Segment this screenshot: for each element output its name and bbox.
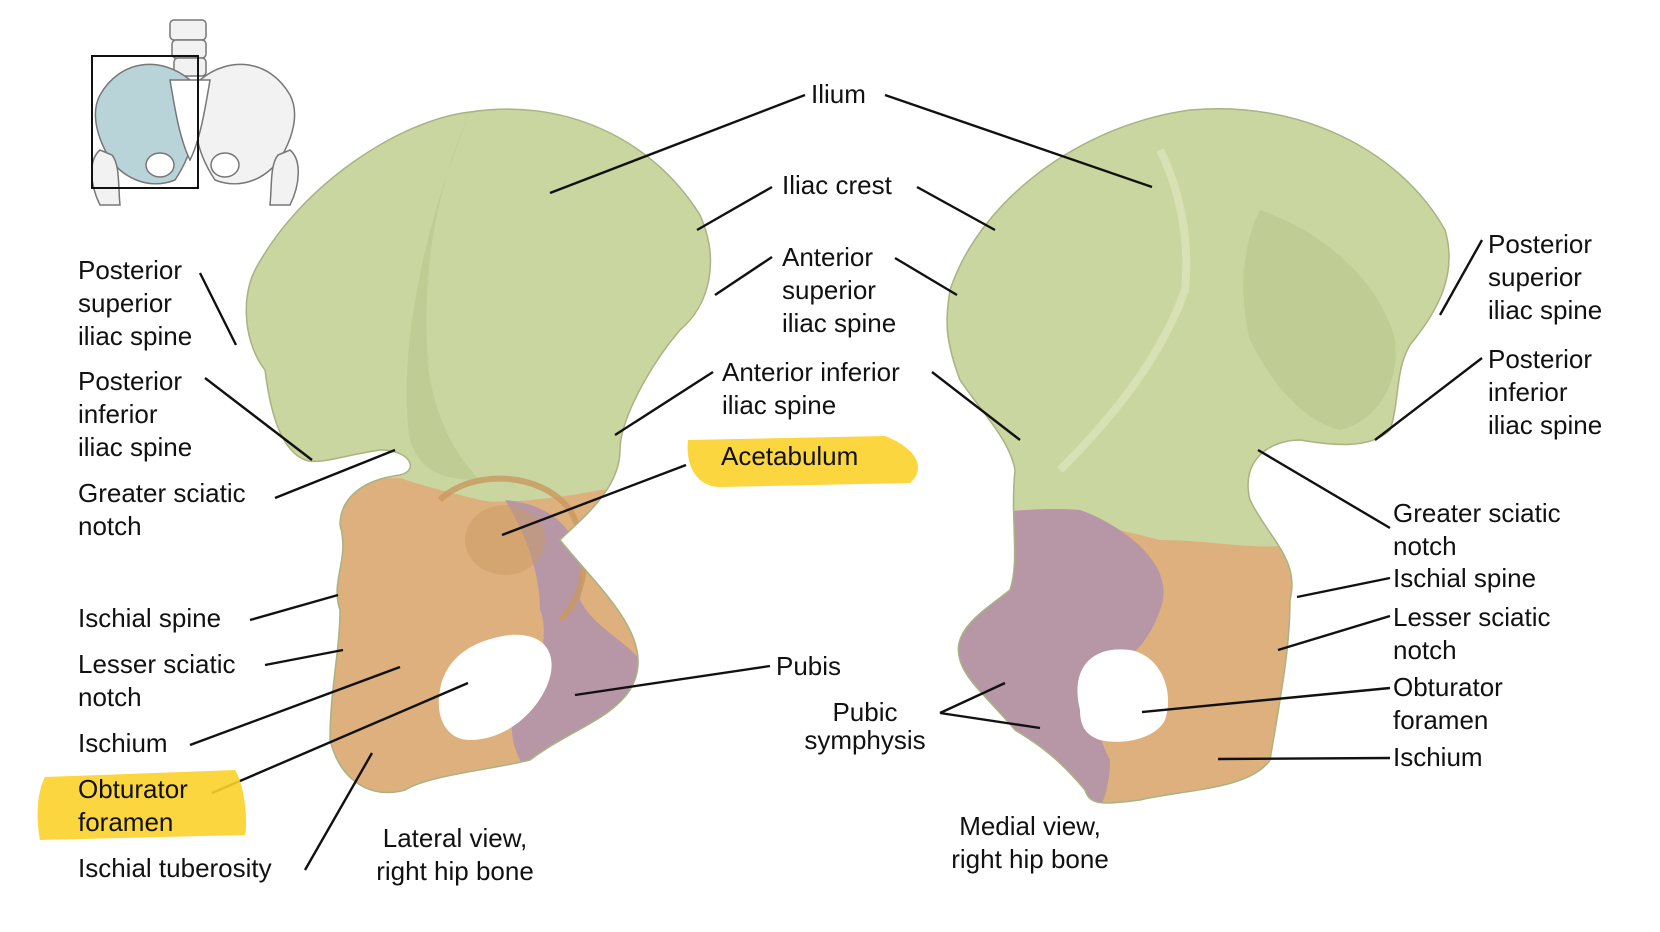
medial-leader-lines — [884, 93, 1484, 761]
label-line: Posterior — [1488, 229, 1593, 259]
label-line: Anterior — [782, 242, 874, 272]
label-greater-sciatic-notch-lateral: Greater sciatic notch — [78, 477, 246, 543]
medial-ilium-shade — [1243, 210, 1396, 430]
label-line: Posterior — [78, 255, 183, 285]
acetabulum-highlight — [687, 436, 918, 487]
label-line: iliac spine — [1488, 410, 1603, 440]
label-posterior-superior-iliac-spine-lateral: Posterior superior iliac spine — [78, 254, 192, 353]
lateral-ilium-shade — [406, 112, 480, 480]
medial-ilium-region — [947, 108, 1450, 547]
label-posterior-inferior-iliac-spine-medial: Posterior inferior iliac spine — [1488, 343, 1602, 442]
label-line: Lesser sciatic — [78, 649, 236, 679]
lateral-leader-lines — [189, 93, 806, 871]
caption-line: Lateral view, — [382, 823, 528, 853]
caption-lateral-view: Lateral view, right hip bone — [360, 822, 550, 888]
label-obturator-foramen-medial: Obturator foramen — [1393, 671, 1503, 737]
label-line: superior — [782, 275, 876, 305]
obturator-foramen-highlight — [37, 770, 247, 840]
label-acetabulum: Acetabulum — [721, 441, 859, 471]
label-ischial-tuberosity: Ischial tuberosity — [78, 853, 272, 883]
label-line: Lesser sciatic — [1393, 602, 1551, 632]
label-line: symphysis — [804, 725, 926, 755]
label-line: Posterior — [1488, 344, 1593, 374]
label-line: Anterior inferior — [722, 357, 900, 387]
label-pubis: Pubis — [776, 651, 842, 681]
label-lesser-sciatic-notch-lateral: Lesser sciatic notch — [78, 648, 236, 714]
label-ischial-spine-lateral: Ischial spine — [78, 603, 222, 633]
label-lesser-sciatic-notch-medial: Lesser sciatic notch — [1393, 601, 1551, 667]
label-line: inferior — [1488, 377, 1568, 407]
label-pubic-symphysis: Pubic symphysis — [790, 698, 940, 754]
caption-line: right hip bone — [951, 844, 1109, 874]
label-posterior-inferior-iliac-spine-lateral: Posterior inferior iliac spine — [78, 365, 192, 464]
label-obturator-foramen-lateral: Obturator foramen — [78, 773, 188, 839]
label-ischium-lateral: Ischium — [78, 728, 168, 758]
label-line: notch — [1393, 635, 1457, 665]
label-line: superior — [78, 288, 172, 318]
medial-obturator-foramen — [1077, 649, 1169, 742]
label-line: iliac spine — [722, 390, 837, 420]
label-line: foramen — [78, 807, 174, 837]
lateral-pubis-region — [505, 500, 652, 768]
label-ischium-medial: Ischium — [1393, 742, 1483, 772]
label-line: iliac spine — [782, 308, 897, 338]
label-line: notch — [78, 682, 142, 712]
label-line: iliac spine — [1488, 295, 1603, 325]
lateral-ilium-region — [246, 109, 711, 502]
label-anterior-inferior-iliac-spine: Anterior inferior iliac spine — [722, 356, 900, 422]
label-line: foramen — [1393, 705, 1489, 735]
label-line: Greater sciatic — [1393, 498, 1561, 528]
label-ilium: Ilium — [811, 79, 866, 109]
medial-arcuate-line — [1057, 148, 1191, 473]
label-posterior-superior-iliac-spine-medial: Posterior superior iliac spine — [1488, 228, 1602, 327]
label-iliac-crest: Iliac crest — [782, 170, 892, 200]
caption-medial-view: Medial view, right hip bone — [930, 810, 1130, 876]
lateral-acetabulum-fossa — [465, 505, 545, 575]
label-line: Pubic — [832, 697, 898, 727]
label-line: iliac spine — [78, 321, 193, 351]
label-ischial-spine-medial: Ischial spine — [1393, 563, 1537, 593]
label-line: Greater sciatic — [78, 478, 246, 508]
caption-line: right hip bone — [376, 856, 534, 886]
label-anterior-superior-iliac-spine: Anterior superior iliac spine — [782, 241, 896, 340]
label-line: Obturator — [78, 774, 188, 804]
label-line: Posterior — [78, 366, 183, 396]
label-line: superior — [1488, 262, 1582, 292]
label-greater-sciatic-notch-medial: Greater sciatic notch — [1393, 497, 1561, 563]
lateral-bone-outline — [245, 108, 712, 794]
label-line: notch — [1393, 531, 1457, 561]
pelvis-locator-icon — [91, 19, 299, 206]
medial-bone-outline — [946, 108, 1450, 804]
label-line: iliac spine — [78, 432, 193, 462]
label-line: inferior — [78, 399, 158, 429]
label-line: notch — [78, 511, 142, 541]
label-line: Obturator — [1393, 672, 1503, 702]
lateral-obturator-foramen — [438, 634, 552, 740]
caption-line: Medial view, — [959, 811, 1101, 841]
